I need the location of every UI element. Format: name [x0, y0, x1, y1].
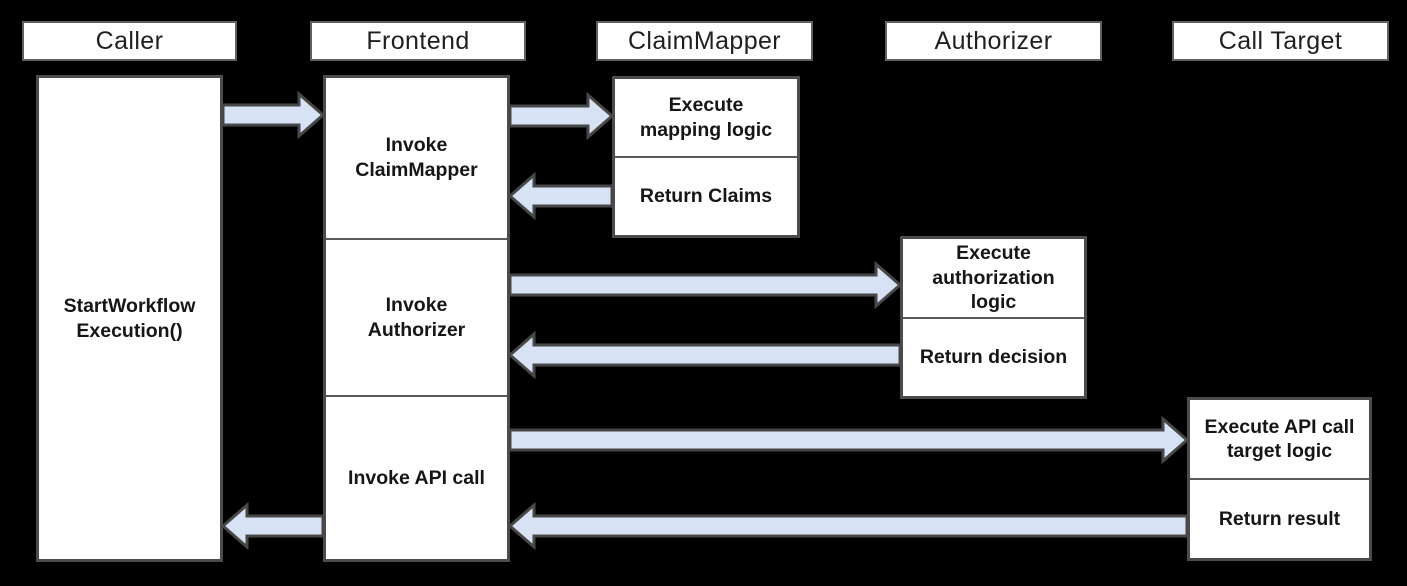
arrow-frontend-to-call-target [508, 415, 1190, 465]
lane-header-caller-label: Caller [95, 26, 164, 55]
arrow-call-target-to-frontend [507, 501, 1189, 551]
box-return-claims: Return Claims [615, 156, 797, 235]
lane-header-frontend-label: Frontend [366, 26, 470, 55]
arrow-frontend-to-caller [220, 501, 325, 551]
box-invoke-authorizer: Invoke Authorizer [326, 237, 507, 396]
box-return-decision: Return decision [903, 316, 1084, 397]
lane-header-authorizer: Authorizer [885, 21, 1102, 61]
arrow-frontend-to-authorizer [508, 260, 903, 310]
claim-mapper-activation-stack: Execute mapping logic Return Claims [612, 76, 800, 238]
box-start-workflow-execution: StartWorkflow Execution() [36, 75, 223, 562]
box-execute-authorization-logic: Execute authorization logic [932, 242, 1055, 313]
lane-header-caller: Caller [22, 21, 237, 61]
box-invoke-api-call: Invoke API call [326, 395, 507, 559]
arrow-claim-mapper-to-frontend [507, 171, 614, 221]
box-start-workflow-execution-label: StartWorkflow Execution() [63, 295, 196, 342]
lane-header-claim-mapper: ClaimMapper [596, 21, 813, 61]
lane-header-frontend: Frontend [310, 21, 526, 61]
arrow-caller-to-frontend [221, 90, 326, 140]
arrow-frontend-to-claim-mapper [508, 91, 615, 141]
lane-header-claim-mapper-label: ClaimMapper [627, 26, 782, 55]
box-execute-api-call-target-logic: Execute API call target logic [1204, 415, 1355, 462]
arrow-authorizer-to-frontend [507, 330, 902, 380]
box-return-result: Return result [1190, 478, 1369, 558]
box-execute-mapping-logic: Execute mapping logic [639, 94, 773, 141]
call-target-activation-stack: Execute API call target logic Return res… [1187, 397, 1372, 561]
authorizer-activation-stack: Execute authorization logic Return decis… [900, 236, 1087, 399]
frontend-activation-stack: Invoke ClaimMapper Invoke Authorizer Inv… [323, 75, 510, 562]
lane-header-call-target-label: Call Target [1218, 26, 1343, 55]
lane-header-call-target: Call Target [1172, 21, 1389, 61]
lane-header-authorizer-label: Authorizer [934, 26, 1053, 55]
box-invoke-claim-mapper: Invoke ClaimMapper [355, 134, 478, 181]
